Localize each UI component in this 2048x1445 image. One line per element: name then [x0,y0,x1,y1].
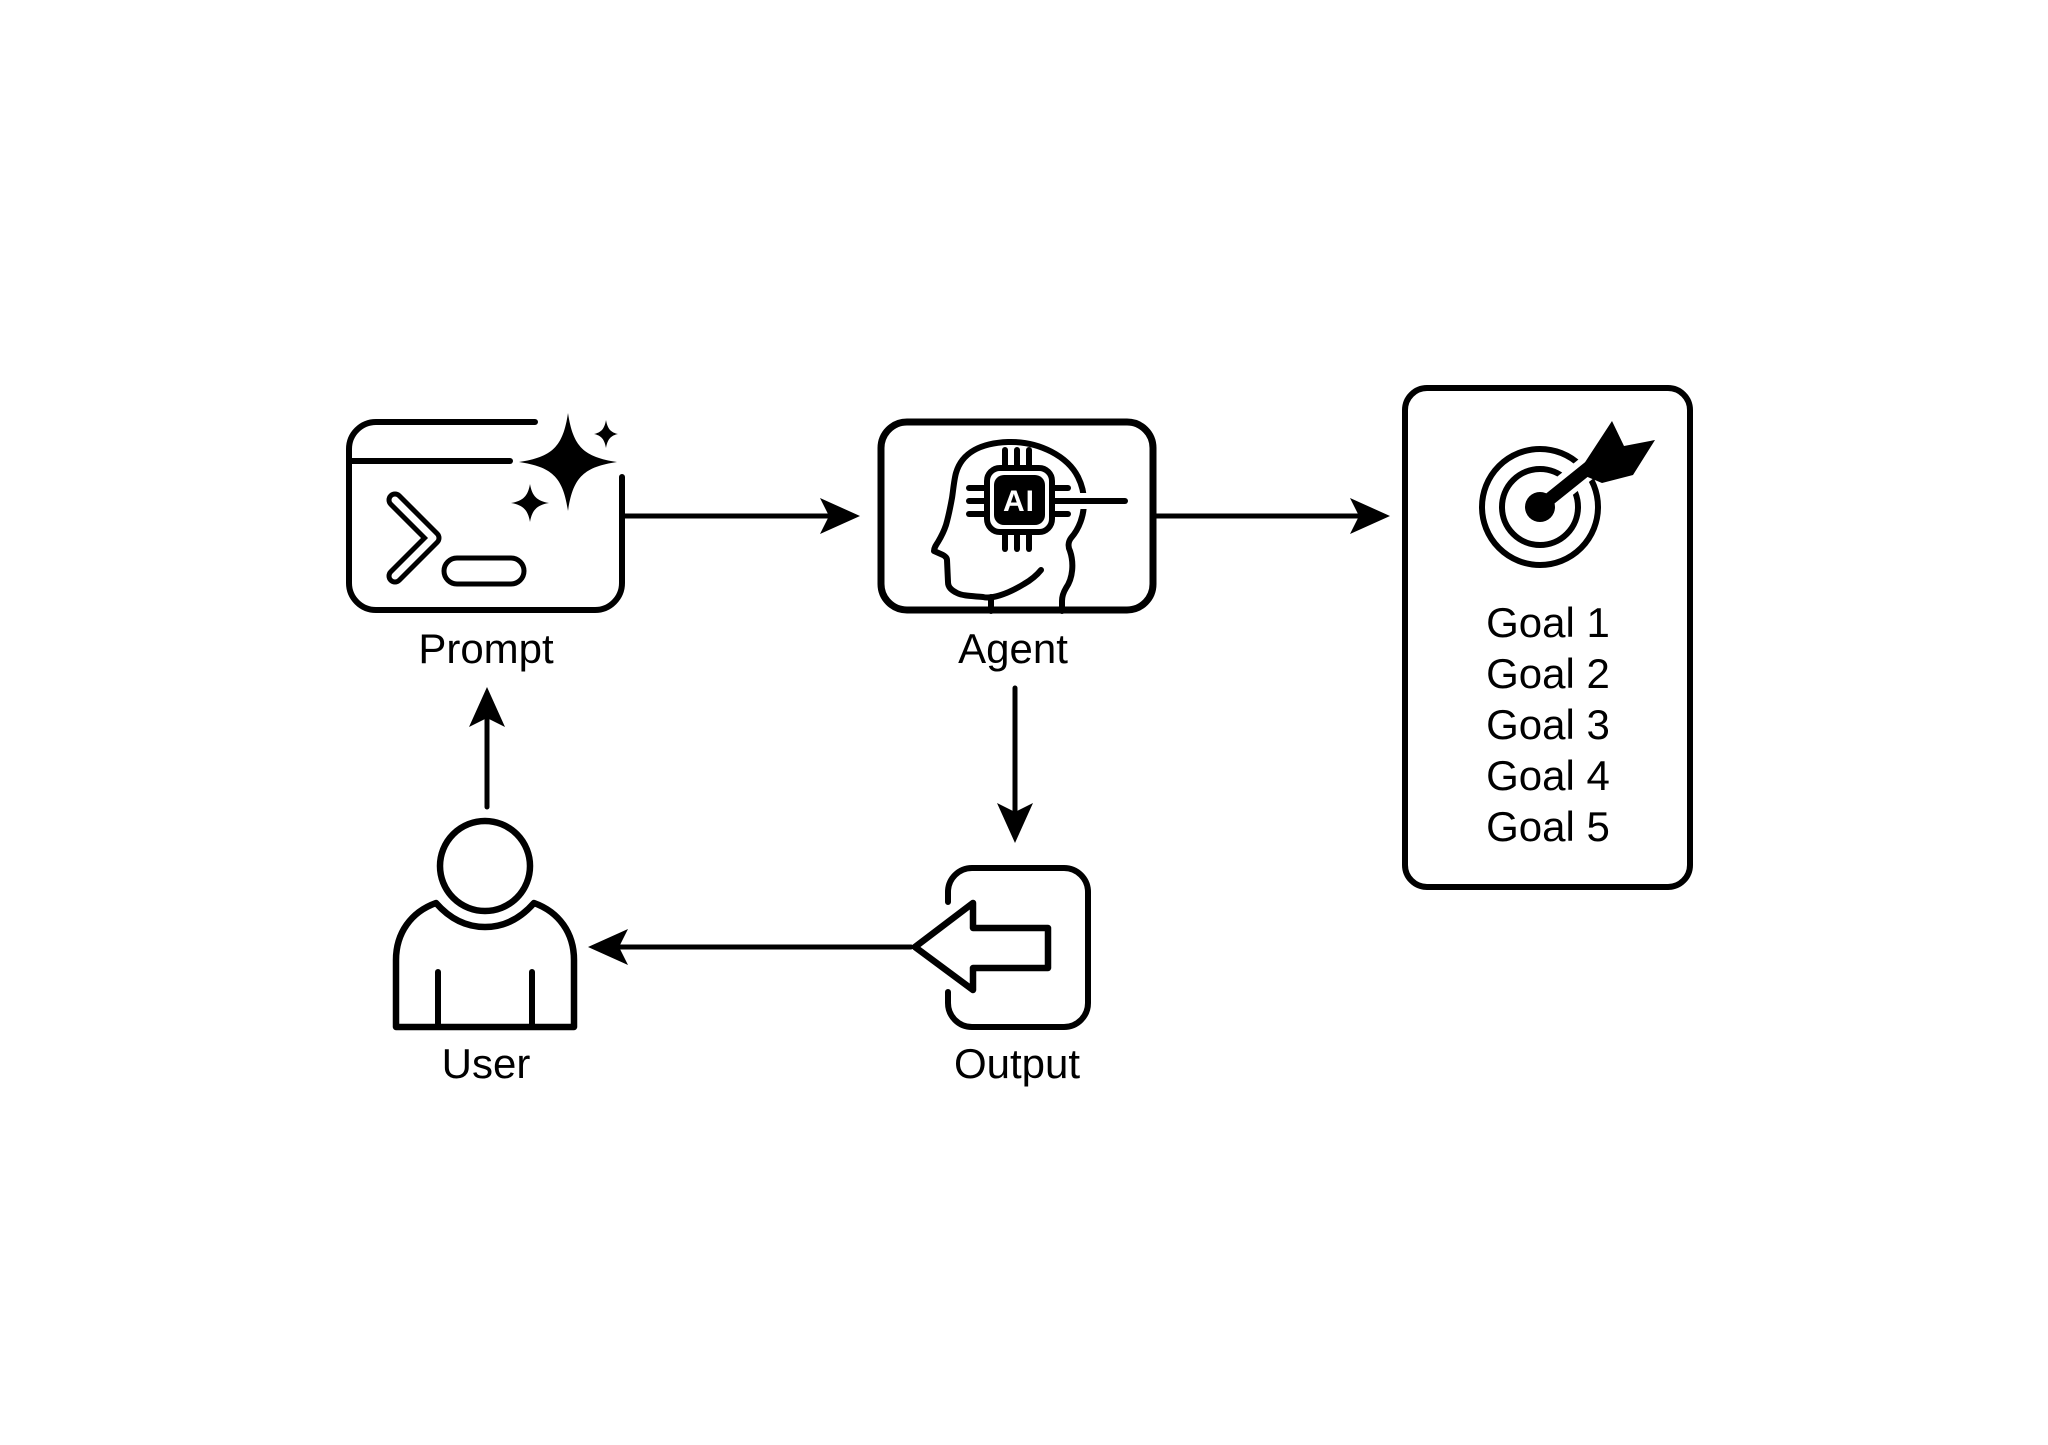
edge-agent-to-output [997,685,1033,843]
sparkle-small-icon [592,418,620,450]
goal-item: Goal 3 [1486,701,1610,748]
agent-node: AI Agent [877,418,1157,672]
output-node: Output [911,865,1091,1087]
export-left-arrow-icon [911,865,1091,1030]
goals-box [1402,385,1693,890]
target-dart-icon [1479,421,1655,568]
goal-item: Goal 5 [1486,803,1610,850]
edge-output-to-user [588,929,914,965]
goal-item: Goal 4 [1486,752,1610,799]
sparkle-medium-icon [509,482,551,524]
chip-pins [966,447,1128,552]
edge-user-to-prompt [469,687,505,810]
edge-prompt-to-agent [620,498,860,534]
ai-chip-label: AI [1003,485,1035,518]
edges-layer [469,498,1390,965]
output-label: Output [954,1040,1080,1087]
prompt-label: Prompt [418,625,554,672]
goal-item: Goal 2 [1486,650,1610,697]
terminal-sparkles-icon [346,411,625,613]
person-icon [392,817,578,1031]
head-ai-chip-icon: AI [931,438,1128,614]
user-node: User [392,817,578,1087]
sparkle-large-icon [517,411,619,513]
goal-item: Goal 1 [1486,599,1610,646]
prompt-node: Prompt [346,411,625,672]
goals-list: Goal 1 Goal 2 Goal 3 Goal 4 Goal 5 [1486,599,1610,850]
edge-agent-to-goals [1152,498,1390,534]
user-label: User [442,1040,531,1087]
agent-label: Agent [958,625,1068,672]
goals-node: Goal 1 Goal 2 Goal 3 Goal 4 Goal 5 [1402,385,1693,890]
